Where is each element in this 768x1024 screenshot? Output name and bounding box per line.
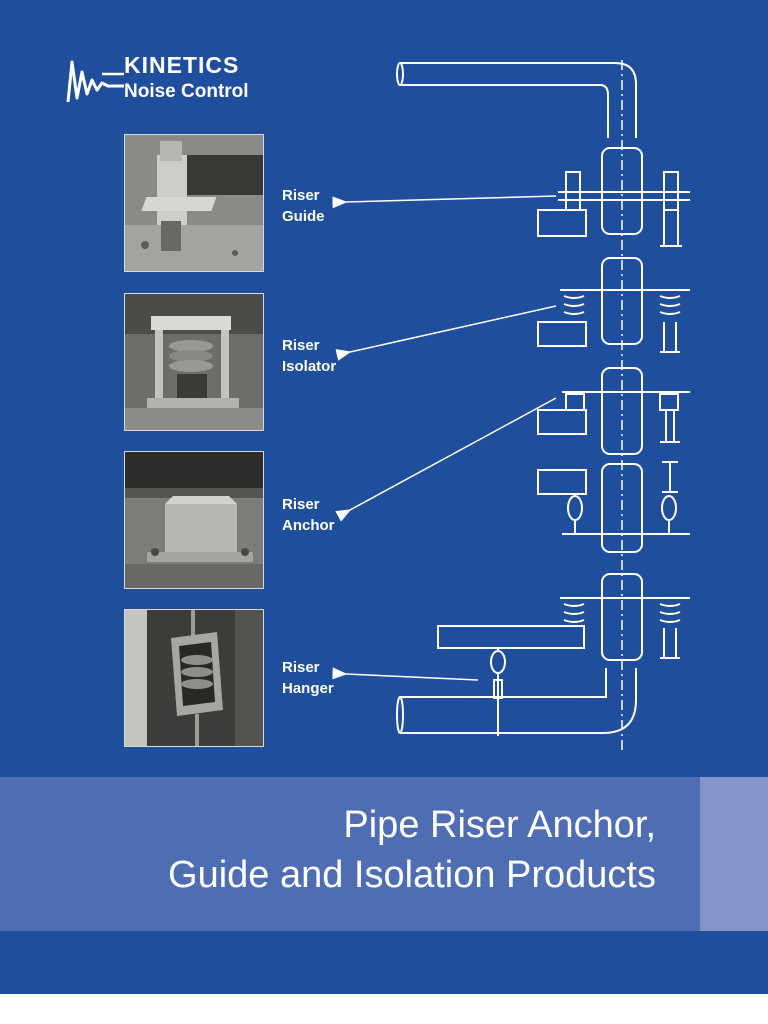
banner-accent [700,777,768,931]
riser-hanger-line1: Riser [282,659,320,676]
riser-guide-line1: Riser [282,187,320,204]
riser-anchor-label: Riser Anchor [282,494,335,536]
riser-guide-label: Riser Guide [282,185,325,227]
riser-isolator-line1: Riser [282,337,320,354]
brand-name: KINETICS [124,52,240,78]
riser-hanger-line2: Hanger [282,680,334,697]
brand-subtitle: Noise Control [124,81,249,102]
waveform-icon [66,60,124,103]
riser-isolator-photo [124,293,264,431]
riser-anchor-line1: Riser [282,496,320,513]
riser-guide-photo [124,134,264,272]
title-line2: Guide and Isolation Products [168,854,656,896]
riser-guide-line2: Guide [282,208,325,225]
riser-anchor-line2: Anchor [282,517,335,534]
riser-isolator-line2: Isolator [282,358,337,375]
riser-hanger-label: Riser Hanger [282,657,334,699]
cover-page: KINETICS Noise Control [0,0,768,994]
title-line1: Pipe Riser Anchor, [343,804,656,846]
riser-hanger-photo [124,609,264,747]
pipe-riser-diagram [332,60,690,750]
page-title: Pipe Riser Anchor, Guide and Isolation P… [168,800,656,900]
title-banner: Pipe Riser Anchor, Guide and Isolation P… [0,777,700,931]
riser-isolator-label: Riser Isolator [282,335,336,377]
riser-anchor-photo [124,451,264,589]
kinetics-logo: KINETICS Noise Control [62,50,292,110]
